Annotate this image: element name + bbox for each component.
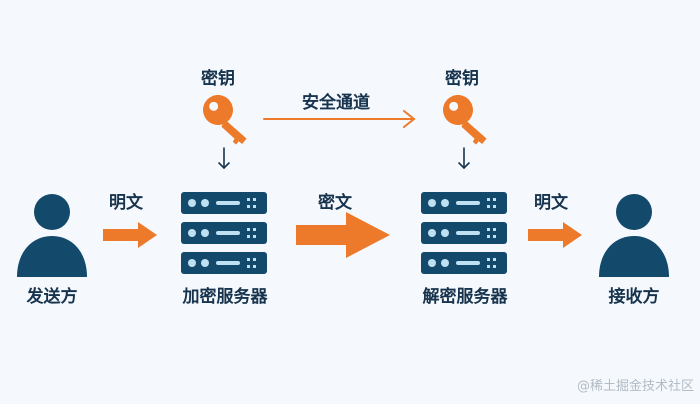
plaintext-out-label: 明文 xyxy=(534,193,568,213)
decrypt-server-icon xyxy=(421,192,507,274)
key-left-icon xyxy=(201,92,248,148)
encrypt-server-label: 加密服务器 xyxy=(182,287,268,307)
sender-label: 发送方 xyxy=(26,287,78,307)
key-to-encrypt-arrow xyxy=(218,147,230,170)
key-right-icon xyxy=(441,92,488,148)
secure-channel-label: 安全通道 xyxy=(302,93,370,113)
plaintext-out-arrow xyxy=(528,222,582,248)
plaintext-in-arrow xyxy=(103,222,157,248)
receiver-person-icon xyxy=(599,194,669,277)
key-to-decrypt-arrow xyxy=(458,147,470,170)
ciphertext-arrow xyxy=(296,212,390,258)
plaintext-in-label: 明文 xyxy=(109,193,143,213)
decrypt-server-label: 解密服务器 xyxy=(422,287,508,307)
sender-person-icon xyxy=(17,194,87,277)
ciphertext-label: 密文 xyxy=(318,193,352,213)
encrypt-server-icon xyxy=(181,192,267,274)
secure-channel-arrow xyxy=(263,110,416,128)
watermark-text: @稀土掘金技术社区 xyxy=(576,379,694,394)
key-right-label: 密钥 xyxy=(445,69,479,89)
receiver-label: 接收方 xyxy=(608,287,660,307)
key-left-label: 密钥 xyxy=(201,69,235,89)
